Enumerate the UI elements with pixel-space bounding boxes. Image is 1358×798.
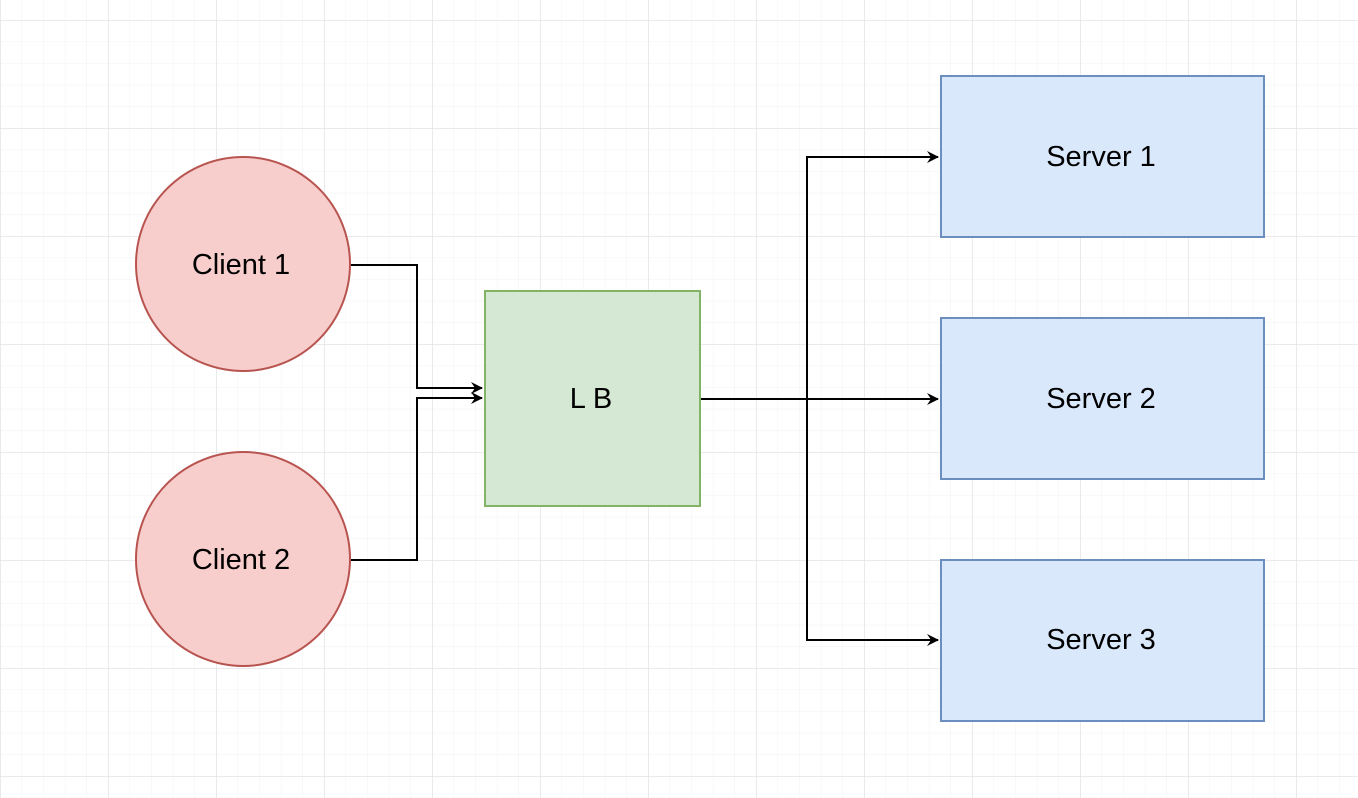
node-server-2[interactable]: Server 2	[940, 317, 1265, 480]
node-client-2[interactable]: Client 2	[135, 451, 351, 667]
edge-lb-server3[interactable]	[700, 398, 939, 646]
node-client-1[interactable]: Client 1	[135, 156, 351, 372]
load-balancer-shape	[484, 290, 701, 507]
server-3-label: Server 3	[1046, 624, 1156, 656]
client-1-shape	[135, 156, 351, 372]
node-server-1[interactable]: Server 1	[940, 75, 1265, 238]
client-2-label: Client 2	[192, 544, 290, 576]
edges	[350, 151, 939, 646]
edge-client2-lb[interactable]	[350, 392, 483, 561]
edge-client1-lb[interactable]	[350, 264, 483, 394]
client-2-shape	[135, 451, 351, 667]
load-balancer-label: L B	[570, 383, 612, 415]
node-load-balancer[interactable]: L B	[484, 290, 701, 507]
server-2-shape	[940, 317, 1265, 480]
server-1-shape	[940, 75, 1265, 238]
client-1-label: Client 1	[192, 249, 290, 281]
server-3-shape	[940, 559, 1265, 722]
server-1-label: Server 1	[1046, 141, 1156, 173]
server-2-label: Server 2	[1046, 383, 1156, 415]
node-server-3[interactable]: Server 3	[940, 559, 1265, 722]
